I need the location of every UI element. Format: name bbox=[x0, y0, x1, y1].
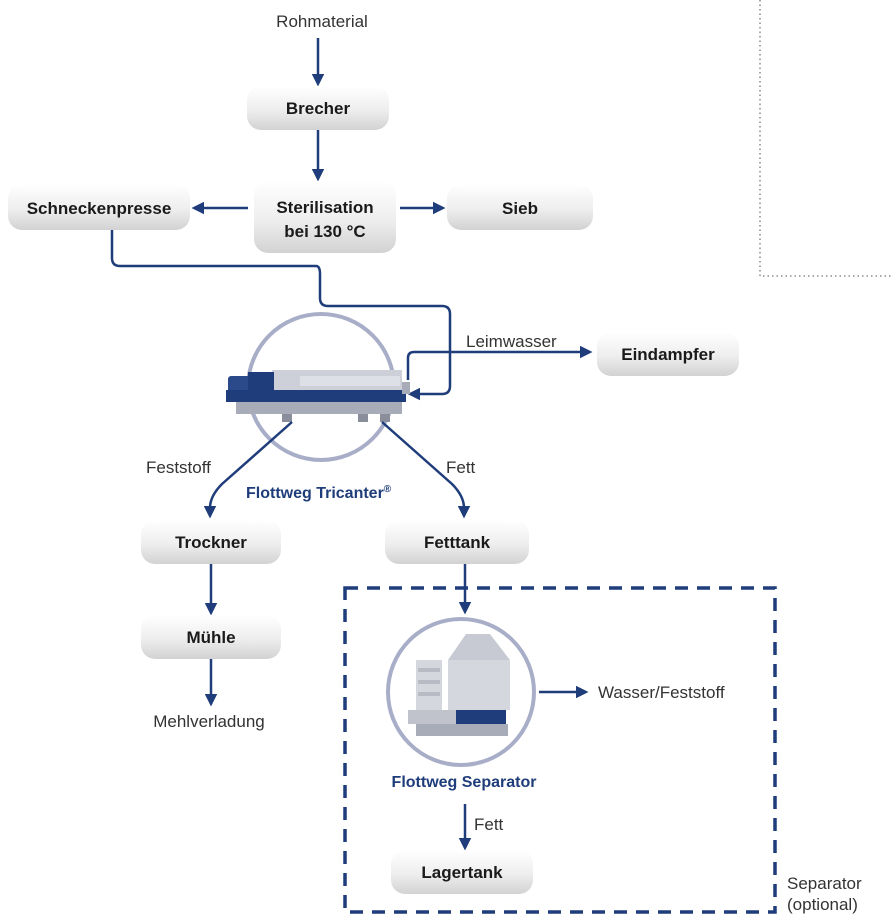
flow-fett bbox=[381, 421, 471, 519]
box-schneckenpresse bbox=[8, 184, 190, 230]
box-sieb-label: Sieb bbox=[502, 199, 538, 218]
label-fett: Fett bbox=[446, 458, 476, 477]
box-muehle-label: Mühle bbox=[186, 628, 235, 647]
box-fetttank-label: Fetttank bbox=[424, 533, 491, 552]
separator-icon bbox=[386, 617, 536, 767]
label-leimwasser: Leimwasser bbox=[466, 332, 557, 351]
label-separator-optional-1: Separator bbox=[787, 874, 862, 893]
flow-leimwasser bbox=[406, 345, 593, 380]
box-sterilisation bbox=[254, 181, 396, 253]
label-wasser-feststoff: Wasser/Feststoff bbox=[598, 683, 725, 702]
box-sieb bbox=[447, 184, 593, 230]
tricanter-name: Flottweg Tricanter® bbox=[246, 484, 392, 502]
box-schneckenpresse-label: Schneckenpresse bbox=[27, 199, 172, 218]
box-sterilisation-line1: Sterilisation bbox=[276, 198, 373, 217]
box-brecher bbox=[247, 86, 389, 130]
flow-feststoff bbox=[203, 421, 293, 519]
box-eindampfer-label: Eindampfer bbox=[621, 345, 715, 364]
box-lagertank bbox=[391, 850, 533, 894]
dotted-frame bbox=[759, 0, 892, 277]
label-rohmaterial: Rohmaterial bbox=[276, 12, 368, 31]
separator-name: Flottweg Separator bbox=[392, 774, 537, 791]
box-brecher-label: Brecher bbox=[286, 99, 351, 118]
flow-to-tricanter bbox=[110, 230, 452, 401]
box-fetttank bbox=[385, 520, 529, 564]
label-fett-2: Fett bbox=[474, 815, 504, 834]
label-feststoff: Feststoff bbox=[146, 458, 211, 477]
separator-optional-frame bbox=[343, 586, 777, 914]
box-sterilisation-line2: bei 130 °C bbox=[284, 222, 365, 241]
box-eindampfer bbox=[597, 332, 739, 376]
box-muehle bbox=[141, 615, 281, 659]
box-trockner-label: Trockner bbox=[175, 533, 247, 552]
label-separator-optional-2: (optional) bbox=[787, 895, 858, 914]
box-trockner bbox=[141, 520, 281, 564]
box-lagertank-label: Lagertank bbox=[421, 863, 503, 882]
label-mehlverladung: Mehlverladung bbox=[153, 712, 265, 731]
tricanter-icon bbox=[226, 312, 410, 462]
